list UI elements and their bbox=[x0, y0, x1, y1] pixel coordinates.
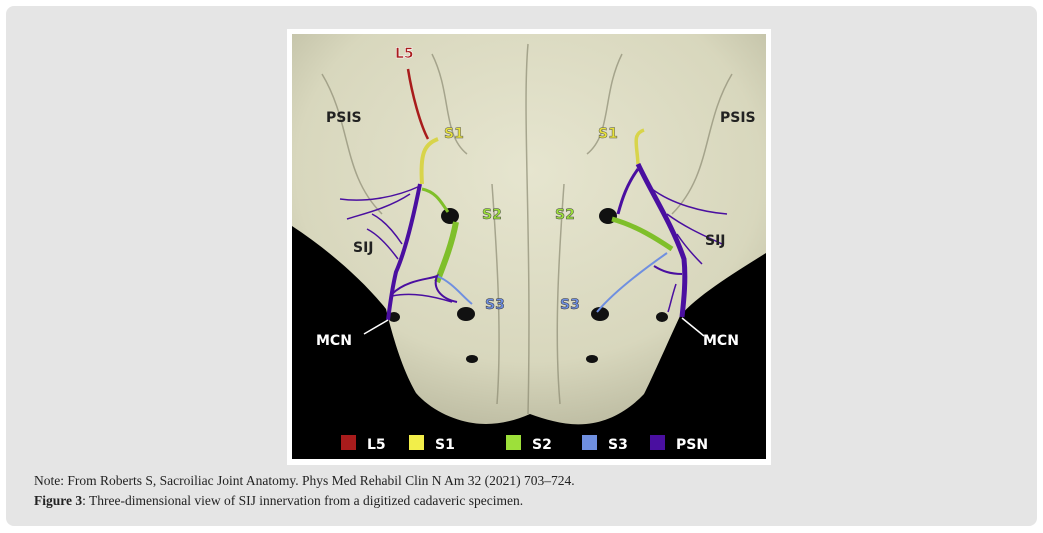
nerve-psn-left bbox=[339, 183, 458, 321]
sacrum-3d-image: L5 PSIS PSIS S1 S1 S2 S2 SIJ SIJ S3 S3 M… bbox=[292, 34, 766, 459]
nerve-s3-right bbox=[596, 252, 668, 313]
legend-swatch-s3 bbox=[582, 435, 597, 450]
nerve-s1-left bbox=[419, 137, 439, 185]
figure-description: : Three-dimensional view of SIJ innervat… bbox=[82, 493, 524, 508]
label-psis-right: PSIS bbox=[720, 110, 756, 126]
nerve-s2-left-upper bbox=[421, 187, 450, 213]
figure-frame: L5 PSIS PSIS S1 S1 S2 S2 SIJ SIJ S3 S3 M… bbox=[287, 29, 771, 465]
nerve-psn-right bbox=[616, 162, 728, 318]
label-s1-right: S1 bbox=[598, 126, 618, 142]
legend-swatch-s1 bbox=[409, 435, 424, 450]
nerve-l5 bbox=[406, 68, 430, 140]
caption: Note: From Roberts S, Sacroiliac Joint A… bbox=[34, 471, 575, 511]
sacrum-illustration: L5 PSIS PSIS S1 S1 S2 S2 SIJ SIJ S3 S3 M… bbox=[292, 34, 766, 459]
caption-figure: Figure 3: Three-dimensional view of SIJ … bbox=[34, 491, 575, 511]
label-s2-right: S2 bbox=[555, 207, 575, 223]
label-mcn-right: MCN bbox=[703, 333, 739, 349]
legend-label-l5: L5 bbox=[367, 437, 386, 453]
legend-swatch-s2 bbox=[506, 435, 521, 450]
label-psis-left: PSIS bbox=[326, 110, 362, 126]
legend-swatch-psn bbox=[650, 435, 665, 450]
legend-label-s1: S1 bbox=[435, 437, 455, 453]
legend-label-s2: S2 bbox=[532, 437, 552, 453]
sacrum-bone bbox=[292, 34, 766, 425]
mcn-right-pointer bbox=[681, 317, 705, 337]
foramina bbox=[388, 208, 668, 363]
figure-panel: L5 PSIS PSIS S1 S1 S2 S2 SIJ SIJ S3 S3 M… bbox=[6, 6, 1037, 526]
label-l5: L5 bbox=[395, 46, 414, 62]
label-s1-left: S1 bbox=[444, 126, 464, 142]
label-mcn-left: MCN bbox=[316, 333, 352, 349]
caption-note: Note: From Roberts S, Sacroiliac Joint A… bbox=[34, 473, 575, 488]
mcn-left-pointer bbox=[363, 319, 389, 335]
label-s2-left: S2 bbox=[482, 207, 502, 223]
legend-swatch-l5 bbox=[341, 435, 356, 450]
legend: L5 S1 S2 S3 PSN bbox=[341, 435, 708, 453]
legend-label-s3: S3 bbox=[608, 437, 628, 453]
nerve-s2-right bbox=[611, 216, 674, 252]
label-s3-right: S3 bbox=[560, 297, 580, 313]
figure-number: Figure 3 bbox=[34, 493, 83, 508]
nerve-s3-left bbox=[436, 275, 473, 305]
legend-label-psn: PSN bbox=[676, 437, 708, 453]
label-s3-left: S3 bbox=[485, 297, 505, 313]
label-sij-right: SIJ bbox=[705, 233, 726, 249]
nerve-s1-right bbox=[634, 128, 645, 165]
label-sij-left: SIJ bbox=[353, 240, 374, 256]
